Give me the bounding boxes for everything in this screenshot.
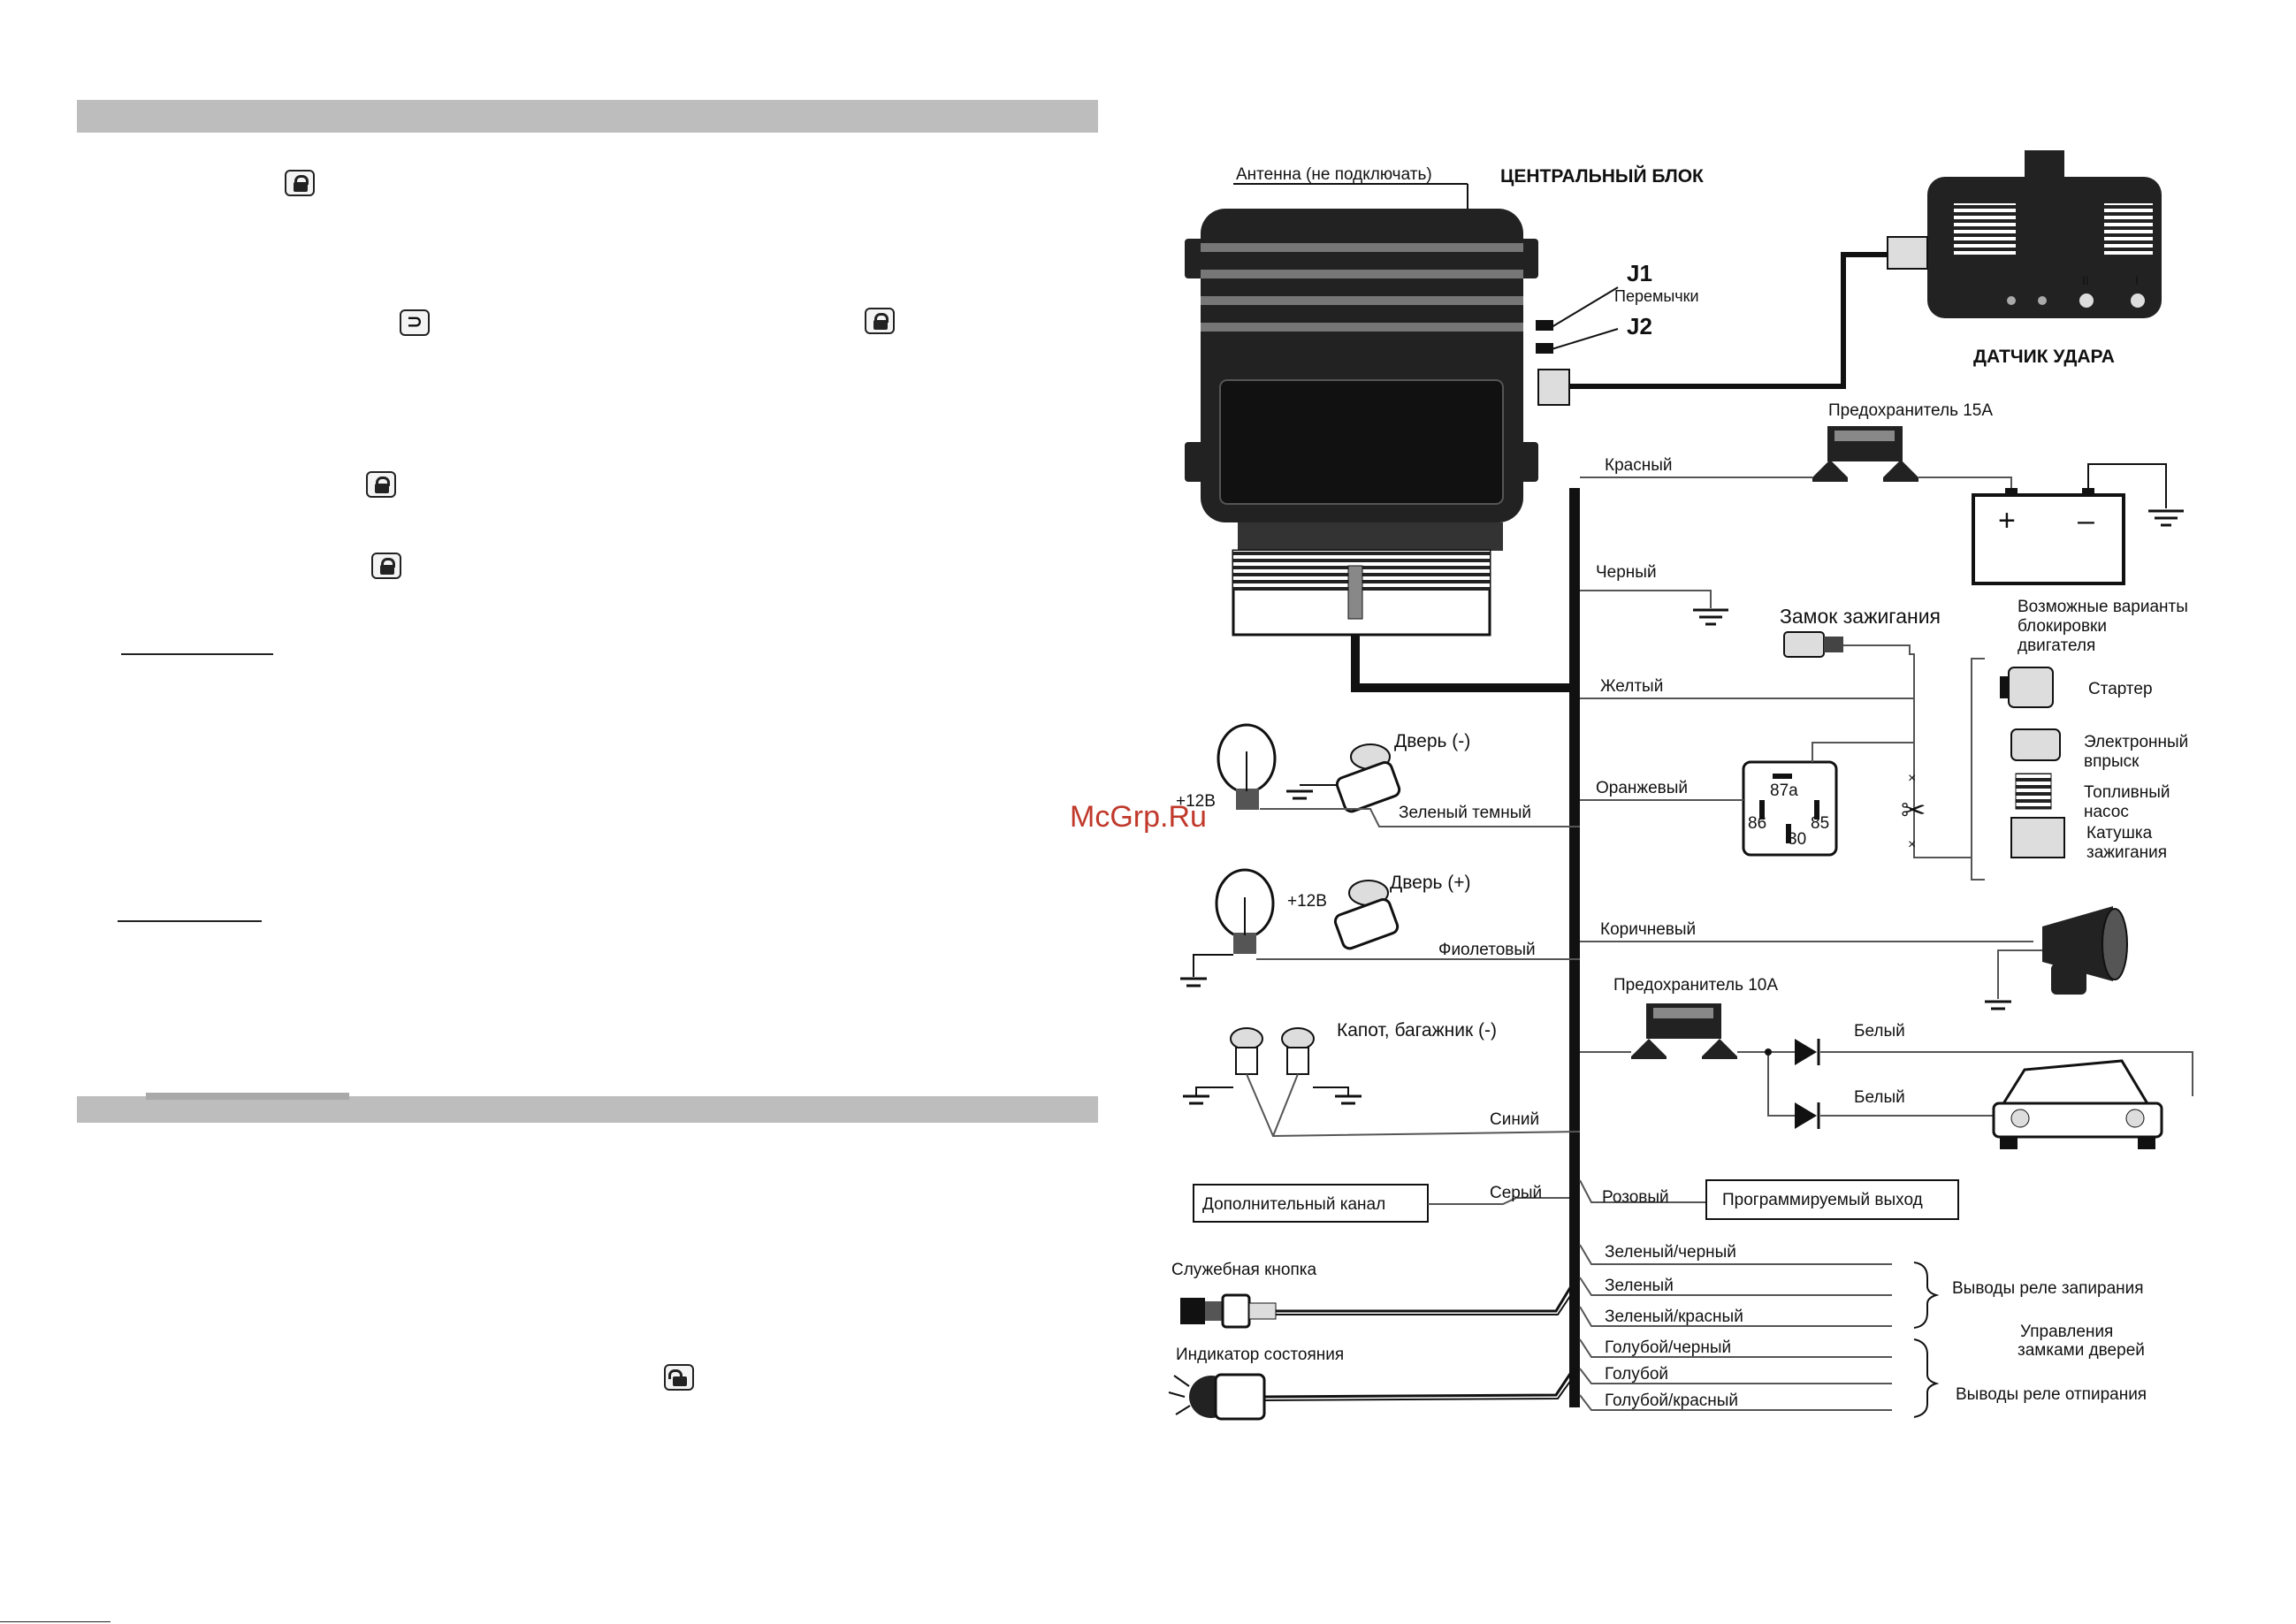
plus12-label-b: +12В	[1287, 892, 1327, 911]
door-plus-label: Дверь (+)	[1390, 873, 1471, 893]
door-lock-control-label-1: Управления	[2020, 1323, 2113, 1341]
door-minus-circuit: Дверь (-) +12В Зеленый темный	[1176, 723, 1580, 827]
central-unit: Антенна (не подключать) ЦЕНТРАЛЬНЫЙ БЛОК…	[1185, 165, 1704, 692]
blue-wire-label: Синий	[1490, 1110, 1539, 1129]
green-black-wire-label: Зеленый/черный	[1605, 1243, 1736, 1262]
scissors-icon: ✂	[1901, 794, 1926, 827]
watermark-text: McGrp.Ru	[1070, 800, 1207, 834]
prog-output-label: Программируемый выход	[1722, 1191, 1923, 1209]
shock-sensor: II I ДАТЧИК УДАРА	[1569, 150, 2162, 389]
door-plus-circuit: Дверь (+) +12В Фиолетовый	[1180, 868, 1580, 987]
j2-label: J2	[1627, 313, 1652, 339]
section-header-tab	[146, 1093, 349, 1100]
aux-channel-label: Дополнительный канал	[1202, 1195, 1385, 1214]
coil-label-1: Катушка	[2086, 824, 2153, 842]
black-wire-label: Черный	[1596, 563, 1657, 582]
green-dark-wire-label: Зеленый темный	[1399, 804, 1531, 822]
starter-label: Стартер	[2088, 680, 2153, 698]
green-wire-label: Зеленый	[1605, 1277, 1674, 1295]
j1-label: J1	[1627, 260, 1652, 286]
injection-label-1: Электронный	[2084, 733, 2188, 751]
relay-85-label: 85	[1811, 814, 1829, 833]
injection-label-2: впрыск	[2084, 752, 2140, 771]
trunk-icon: ⊃	[400, 309, 430, 336]
relay-30-label: 30	[1788, 830, 1806, 849]
hood-trunk-circuit: Капот, багажник (-) Синий	[1183, 1020, 1581, 1138]
unlock-icon	[664, 1364, 694, 1391]
section-header-bar	[77, 100, 1098, 133]
variants-label-3: двигателя	[2018, 637, 2095, 655]
section-header-bar-2	[77, 1096, 1098, 1123]
variants-label-1: Возможные варианты	[2018, 598, 2188, 616]
door-minus-label: Дверь (-)	[1394, 731, 1470, 751]
white-wire-label-2: Белый	[1854, 1088, 1905, 1107]
hood-trunk-label: Капот, багажник (-)	[1337, 1020, 1497, 1041]
siren	[2042, 906, 2128, 995]
door-lock-control-label-2: замками дверей	[2018, 1341, 2145, 1360]
coil-label-2: зажигания	[2086, 843, 2167, 862]
lock-relay-outputs-label: Выводы реле запирания	[1952, 1279, 2144, 1298]
lightblue-black-wire-label: Голубой/черный	[1605, 1338, 1731, 1357]
relay: 87а 86 85 30	[1742, 742, 1914, 857]
ignition-lock: Замок зажигания	[1780, 605, 1941, 658]
cut-mark-1: ×	[1908, 771, 1916, 786]
shock-i-label: I	[2135, 273, 2139, 287]
lock-icon	[865, 308, 895, 334]
white-wire-label-1: Белый	[1854, 1022, 1905, 1041]
red-wire-label: Красный	[1605, 456, 1672, 475]
brown-wire-label: Коричневый	[1600, 920, 1696, 939]
fuse-15a: Предохранитель 15А	[1812, 401, 1993, 482]
shock-sensor-label: ДАТЧИК УДАРА	[1973, 347, 2115, 367]
grey-wire-label: Серый	[1490, 1184, 1542, 1202]
violet-wire-label: Фиолетовый	[1438, 941, 1536, 959]
lightblue-wire-label: Голубой	[1605, 1365, 1668, 1384]
fuel-pump-label-1: Топливный	[2084, 783, 2170, 802]
central-unit-label: ЦЕНТРАЛЬНЫЙ БЛОК	[1500, 165, 1704, 187]
unlock-relay-outputs-label: Выводы реле отпирания	[1956, 1385, 2147, 1404]
shock-ii-label: II	[2082, 273, 2089, 287]
service-button: Служебная кнопка	[1171, 1261, 1575, 1329]
antenna-label: Антенна (не подключать)	[1236, 165, 1432, 184]
door-lock-outputs: Зеленый/черный Зеленый Зеленый/красный Г…	[1579, 1243, 2147, 1418]
status-indicator-label: Индикатор состояния	[1176, 1346, 1344, 1364]
cut-mark-2: ×	[1908, 837, 1916, 852]
car-icon	[1992, 1059, 2163, 1149]
green-red-wire-label: Зеленый/красный	[1605, 1308, 1743, 1326]
lock-icon	[371, 553, 401, 579]
lock-icon	[366, 471, 396, 498]
relay-86-label: 86	[1748, 814, 1766, 833]
orange-wire-label: Оранжевый	[1596, 779, 1688, 797]
ignition-lock-label: Замок зажигания	[1780, 605, 1941, 628]
lock-icon	[285, 170, 315, 196]
underline-1	[121, 653, 273, 655]
fuse-15a-label: Предохранитель 15А	[1828, 401, 1993, 420]
harness-bus	[1569, 488, 1580, 1407]
status-indicator: Индикатор состояния	[1168, 1346, 1579, 1421]
fuse-10a: Предохранитель 10А	[1613, 976, 1778, 1059]
yellow-wire-label: Желтый	[1600, 677, 1663, 696]
plus12-label-a: +12В	[1176, 792, 1216, 811]
footer-rule	[0, 1621, 111, 1622]
underline-2	[118, 920, 262, 922]
relay-87a-label: 87а	[1770, 782, 1798, 800]
fuse-10a-label: Предохранитель 10А	[1613, 976, 1778, 995]
prog-output-box	[1705, 1179, 1959, 1220]
variants-label-2: блокировки	[2018, 617, 2107, 636]
battery-minus-label: –	[2078, 504, 2094, 538]
lightblue-red-wire-label: Голубой/красный	[1605, 1391, 1738, 1410]
service-button-label: Служебная кнопка	[1171, 1261, 1316, 1279]
pink-wire-label: Розовый	[1602, 1188, 1669, 1207]
jumpers-label: Перемычки	[1614, 287, 1699, 305]
fuel-pump-label-2: насос	[2084, 803, 2129, 821]
aux-channel-box	[1193, 1184, 1429, 1223]
battery: + –	[1972, 463, 2184, 585]
engine-block-variants: Возможные варианты блокировки двигателя …	[1971, 598, 2188, 881]
battery-plus-label: +	[1998, 504, 2016, 538]
